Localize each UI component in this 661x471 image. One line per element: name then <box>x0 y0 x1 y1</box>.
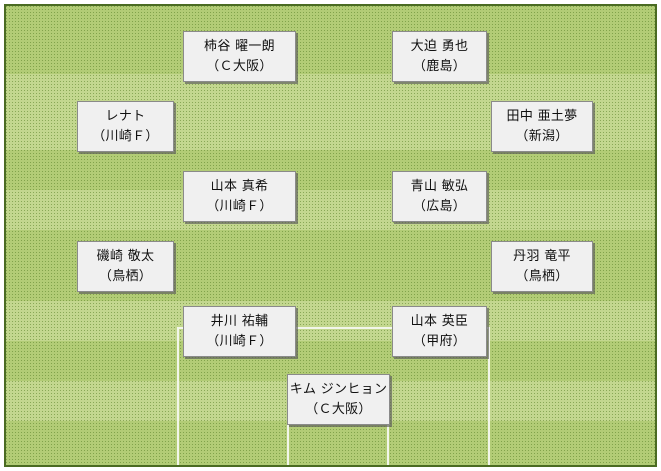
player-card-mf-left-wing[interactable]: レナト （川崎Ｆ） <box>77 101 174 152</box>
player-club: （鳥栖） <box>515 268 569 284</box>
penalty-area-top-line <box>177 327 490 329</box>
penalty-area-right-line <box>488 327 490 465</box>
player-name: 柿谷 曜一朗 <box>204 38 275 54</box>
player-card-mf-right-wing[interactable]: 田中 亜土夢 （新潟） <box>491 101 593 152</box>
player-name: 山本 英臣 <box>410 313 469 329</box>
player-club: （川崎Ｆ） <box>206 333 273 349</box>
pitch-stripe <box>6 421 655 465</box>
player-club: （鹿島） <box>412 58 467 74</box>
player-card-df-center-right[interactable]: 山本 英臣 （甲府） <box>392 306 487 357</box>
goal-area-left-line <box>287 404 289 465</box>
player-club: （新潟） <box>515 128 569 144</box>
player-club: （広島） <box>412 198 467 214</box>
pitch-stripe <box>6 301 655 341</box>
player-name: 井川 祐輔 <box>210 313 269 329</box>
player-name: キム ジンヒョン <box>289 381 388 397</box>
player-club: （川崎Ｆ） <box>206 198 273 214</box>
player-name: 田中 亜土夢 <box>506 108 578 124</box>
player-club: （Ｃ大阪） <box>305 401 372 417</box>
player-card-df-right-back[interactable]: 丹羽 竜平 （鳥栖） <box>491 241 593 292</box>
player-name: 磯崎 敬太 <box>96 248 155 264</box>
player-club: （川崎Ｆ） <box>92 128 159 144</box>
player-club: （鳥栖） <box>98 268 153 284</box>
player-card-df-left-back[interactable]: 磯崎 敬太 （鳥栖） <box>77 241 174 292</box>
penalty-area-left-line <box>177 327 179 465</box>
player-name: レナト <box>105 108 146 124</box>
player-name: 大迫 勇也 <box>410 38 469 54</box>
player-card-gk[interactable]: キム ジンヒョン （Ｃ大阪） <box>287 374 390 425</box>
pitch-stripe <box>6 190 655 230</box>
player-name: 青山 敏弘 <box>410 178 469 194</box>
player-name: 丹羽 竜平 <box>513 248 571 264</box>
player-card-df-center-left[interactable]: 井川 祐輔 （川崎Ｆ） <box>183 306 296 357</box>
player-card-mf-center-left[interactable]: 山本 真希 （川崎Ｆ） <box>183 171 296 222</box>
player-card-fw-left[interactable]: 柿谷 曜一朗 （Ｃ大阪） <box>183 31 296 82</box>
player-name: 山本 真希 <box>210 178 269 194</box>
pitch-stripe <box>6 6 655 74</box>
player-club: （甲府） <box>412 333 467 349</box>
player-club: （Ｃ大阪） <box>206 58 273 74</box>
pitch-frame: 柿谷 曜一朗 （Ｃ大阪） 大迫 勇也 （鹿島） レナト （川崎Ｆ） 田中 亜土夢 （新潟） 山本… <box>4 4 657 467</box>
pitch-stripe <box>6 150 655 190</box>
player-card-fw-right[interactable]: 大迫 勇也 （鹿島） <box>392 31 487 82</box>
player-card-mf-center-right[interactable]: 青山 敏弘 （広島） <box>392 171 487 222</box>
goal-area-right-line <box>387 404 389 465</box>
